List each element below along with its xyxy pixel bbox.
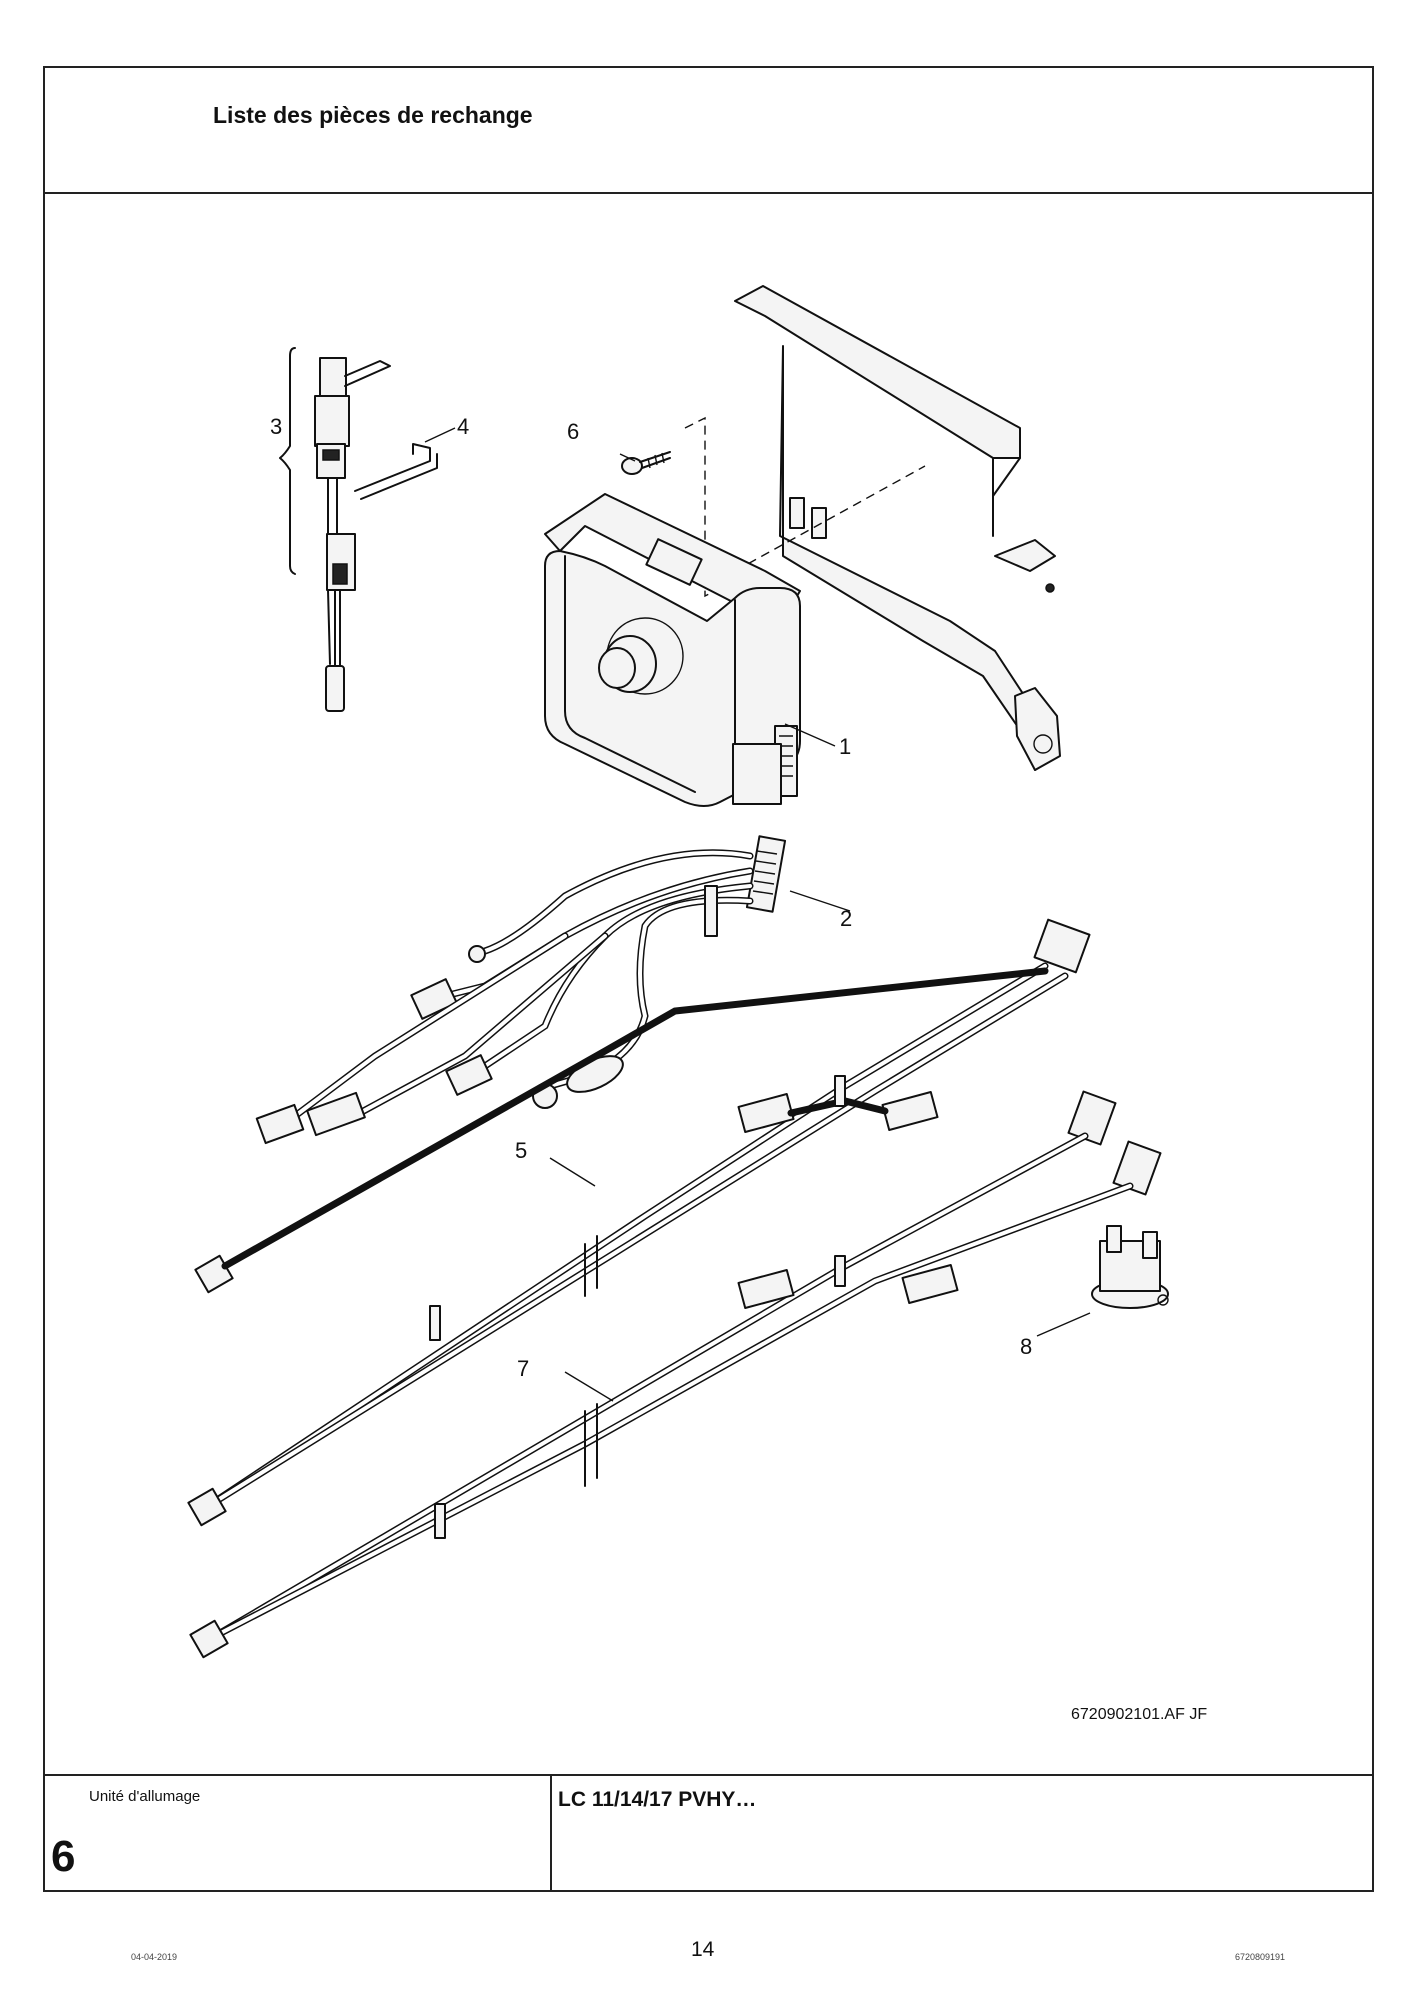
footer-date: 04-04-2019 bbox=[131, 1952, 178, 1962]
callout-2: 2 bbox=[840, 906, 852, 931]
footer-column-divider bbox=[550, 1774, 552, 1892]
model-name: LC 11/14/17 PVHY… bbox=[558, 1788, 757, 1811]
callout-7: 7 bbox=[517, 1356, 529, 1381]
page-number: 14 bbox=[691, 1938, 715, 1961]
drawing-reference: 6720902101.AF JF bbox=[1071, 1706, 1208, 1723]
clip-4 bbox=[354, 443, 438, 500]
header-divider bbox=[43, 192, 1374, 194]
mounting-bracket bbox=[734, 285, 1061, 771]
footer-divider bbox=[43, 1774, 1374, 1776]
section-name: Unité d'allumage bbox=[89, 1788, 201, 1805]
exploded-parts-diagram: 1 2 3 4 5 6 7 8 bbox=[45, 196, 1372, 1776]
safety-thermostat-8 bbox=[1091, 1225, 1169, 1309]
callout-5: 5 bbox=[515, 1138, 527, 1163]
screw-6 bbox=[621, 451, 671, 475]
footer-doc-code: 6720809191 bbox=[1235, 1952, 1286, 1962]
callout-8: 8 bbox=[1020, 1334, 1032, 1359]
page-frame bbox=[43, 66, 1374, 1892]
cable-7 bbox=[189, 1090, 1162, 1659]
cable-5 bbox=[187, 918, 1091, 1527]
ignition-electrode-3 bbox=[279, 347, 391, 712]
ignition-unit-1 bbox=[544, 493, 801, 807]
page-title: Liste des pièces de rechange bbox=[213, 102, 533, 128]
callout-1: 1 bbox=[839, 734, 851, 759]
callout-3: 3 bbox=[270, 414, 282, 439]
section-number: 6 bbox=[51, 1832, 76, 1881]
wiring-harness-2 bbox=[255, 835, 787, 1145]
callout-4: 4 bbox=[457, 414, 469, 439]
callout-6: 6 bbox=[567, 419, 579, 444]
